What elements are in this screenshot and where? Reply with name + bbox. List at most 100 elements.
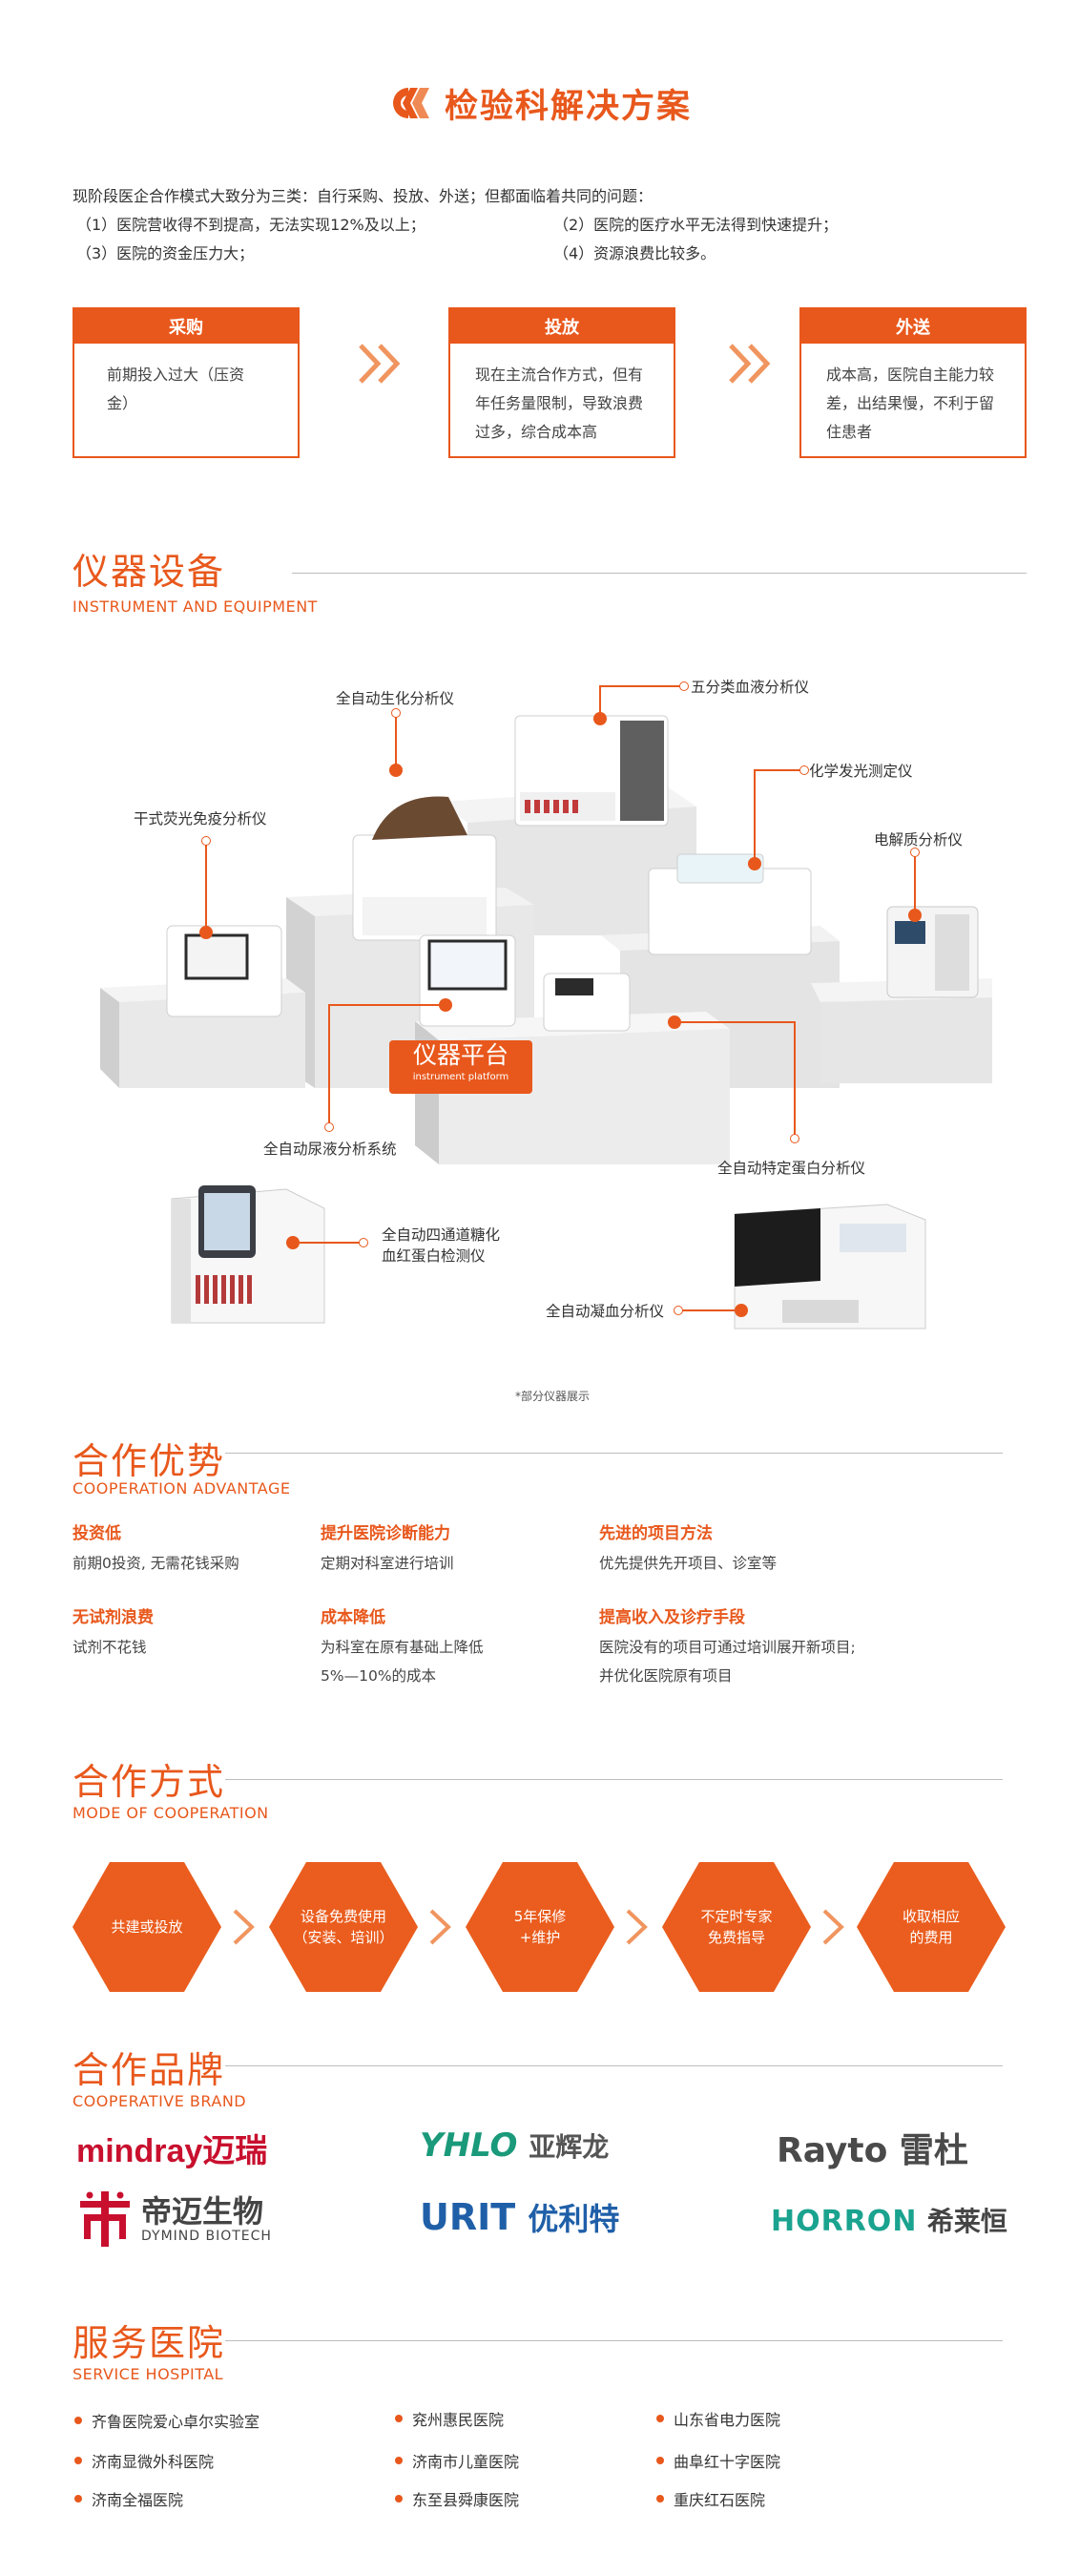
hospital-item: 山东省电力医院 bbox=[656, 2407, 780, 2430]
bullet-icon bbox=[74, 2495, 82, 2503]
section-subtitle-brands: COOPERATIVE BRAND bbox=[73, 2092, 247, 2110]
leader-line bbox=[754, 769, 803, 771]
section-subtitle-instruments: INSTRUMENT AND EQUIPMENT bbox=[73, 597, 318, 616]
brand-name-en: mindray bbox=[76, 2133, 203, 2169]
advantage-text: 医院没有的项目可通过培训展开新项目; bbox=[599, 1639, 856, 1656]
leader-ring bbox=[324, 1122, 334, 1132]
chevron-right-icon bbox=[729, 344, 771, 384]
advantage-text: 并优化医院原有项目 bbox=[599, 1667, 733, 1685]
leader-line bbox=[599, 685, 683, 687]
leader-ring bbox=[391, 708, 401, 718]
brand-logo-urit: URIT 优利特 bbox=[420, 2195, 619, 2239]
bullet-icon bbox=[656, 2495, 664, 2503]
step-text: （安装、培训） bbox=[293, 1929, 394, 1946]
section-title-instruments: 仪器设备 bbox=[73, 551, 226, 593]
advantage-heading: 提高收入及诊疗手段 bbox=[599, 1608, 745, 1627]
mode-card-text: 成本高，医院自主能力较 bbox=[826, 366, 995, 384]
electrolyte-analyzer bbox=[886, 906, 979, 998]
leader-line bbox=[328, 1004, 445, 1006]
brand-name-cn: 帝迈生物 bbox=[141, 2193, 264, 2230]
intro-lead: 现阶段医企合作模式大致分为三类：自行采购、投放、外送；但都面临着共同的问题： bbox=[73, 187, 654, 205]
mode-card-text: 现在主流合作方式，但有 bbox=[475, 366, 644, 384]
problem-2: （2）医院的医疗水平无法得到快速提升； bbox=[553, 216, 839, 234]
section-divider bbox=[225, 2065, 1003, 2066]
step-text: 不定时专家 bbox=[700, 1908, 773, 1925]
mode-card-text: 年任务量限制，导致浪费 bbox=[475, 394, 644, 412]
marker-dot bbox=[199, 926, 213, 939]
cooperation-step-4: 不定时专家免费指导 bbox=[662, 1862, 811, 1992]
advantage-item: 成本降低 为科室在原有基础上降低 5%—10%的成本 bbox=[321, 1603, 484, 1690]
advantage-heading: 无试剂浪费 bbox=[73, 1608, 154, 1627]
coag-analyzer-illustration bbox=[734, 1204, 926, 1330]
bullet-icon bbox=[656, 2457, 664, 2464]
advantage-item: 提升医院诊断能力 定期对科室进行培训 bbox=[321, 1519, 454, 1578]
mode-card-text: 住患者 bbox=[826, 423, 873, 441]
problem-1: （1）医院营收得不到提高，无法实现12%及以上； bbox=[76, 216, 425, 234]
leader-line bbox=[205, 840, 207, 932]
cooperation-step-1: 共建或投放 bbox=[73, 1862, 221, 1992]
brand-name-cn: 雷杜 bbox=[899, 2131, 968, 2170]
bullet-icon bbox=[74, 2417, 82, 2424]
brand-logo-dymind: 帝迈生物 DYMIND BIOTECH bbox=[76, 2189, 272, 2249]
marker-dot bbox=[286, 1236, 300, 1249]
cooperation-step-2: 设备免费使用 （安装、培训） bbox=[269, 1862, 418, 1992]
bullet-icon bbox=[395, 2457, 403, 2464]
label-blood5-analyzer: 五分类血液分析仪 bbox=[691, 679, 810, 696]
hospital-item: 东至县舜康医院 bbox=[395, 2487, 519, 2510]
section-title-cooperation: 合作方式 bbox=[73, 1761, 226, 1803]
brand-name-en: YHLO bbox=[420, 2126, 518, 2165]
marker-dot bbox=[389, 764, 403, 777]
brand-name-cn: 希莱恒 bbox=[926, 2206, 1007, 2237]
chevron-right-icon bbox=[429, 1909, 451, 1945]
advantage-item: 投资低 前期0投资, 无需花钱采购 bbox=[73, 1519, 239, 1578]
hospital-item: 济南全福医院 bbox=[74, 2487, 183, 2510]
label-chemilum-analyzer: 化学发光测定仪 bbox=[809, 763, 913, 780]
hospital-name: 兖州惠民医院 bbox=[412, 2411, 505, 2429]
hospital-name: 济南全福医院 bbox=[92, 2491, 184, 2509]
mode-card-title: 投放 bbox=[450, 309, 674, 344]
hospital-item: 曲阜红十字医院 bbox=[656, 2449, 780, 2472]
advantage-heading: 先进的项目方法 bbox=[599, 1524, 713, 1543]
instrument-note: *部分仪器展示 bbox=[515, 1390, 591, 1403]
advantage-text: 前期0投资, 无需花钱采购 bbox=[73, 1555, 239, 1572]
mode-card-text: 差，出结果慢，不利于留 bbox=[826, 394, 995, 412]
brand-name-cn: 迈瑞 bbox=[202, 2133, 268, 2169]
marker-dot bbox=[908, 909, 922, 922]
advantage-text: 试剂不花钱 bbox=[73, 1639, 147, 1656]
section-subtitle-cooperation: MODE OF COOPERATION bbox=[73, 1804, 269, 1822]
leader-line bbox=[794, 1021, 796, 1138]
label-coag-analyzer: 全自动凝血分析仪 bbox=[546, 1303, 665, 1320]
advantage-text: 优先提供先开项目、诊室等 bbox=[599, 1555, 778, 1572]
platform-sign bbox=[389, 1040, 532, 1094]
leader-line bbox=[328, 1004, 330, 1126]
marker-dot bbox=[439, 998, 452, 1012]
mode-card-text: 前期投入过大（压资 bbox=[107, 366, 245, 384]
page-header: 检验科解决方案 bbox=[0, 74, 1079, 132]
brand-logo-mindray: mindray迈瑞 bbox=[76, 2125, 267, 2171]
platform-sign-label: 仪器平台 instrument platform bbox=[389, 1040, 532, 1084]
step-text: 设备免费使用 bbox=[300, 1908, 386, 1925]
leader-line bbox=[754, 769, 756, 861]
section-title-advantage: 合作优势 bbox=[73, 1440, 226, 1482]
step-text: 收取相应 bbox=[902, 1908, 960, 1925]
brand-name-en: Rayto bbox=[777, 2131, 888, 2170]
hospital-name: 东至县舜康医院 bbox=[412, 2491, 520, 2509]
company-logo-icon bbox=[392, 88, 429, 118]
hospital-item: 济南显微外科医院 bbox=[74, 2449, 214, 2472]
problem-4: （4）资源浪费比较多。 bbox=[553, 244, 716, 262]
chevron-right-icon bbox=[233, 1909, 255, 1945]
section-divider bbox=[225, 1779, 1003, 1780]
advantage-text: 5%—10%的成本 bbox=[321, 1667, 437, 1685]
advantage-heading: 成本降低 bbox=[321, 1608, 385, 1627]
urine-analyzer bbox=[419, 934, 516, 1027]
leader-ring bbox=[674, 1306, 683, 1315]
step-text: +维护 bbox=[519, 1929, 561, 1946]
bullet-icon bbox=[395, 2495, 403, 2503]
hospital-item: 兖州惠民医院 bbox=[395, 2407, 504, 2430]
leader-ring bbox=[679, 681, 689, 691]
marker-dot bbox=[735, 1304, 748, 1317]
marker-dot bbox=[593, 712, 607, 725]
brand-name-cn: 优利特 bbox=[528, 2201, 620, 2237]
specific-protein-analyzer bbox=[543, 973, 631, 1032]
mode-card-title: 外送 bbox=[801, 309, 1025, 344]
